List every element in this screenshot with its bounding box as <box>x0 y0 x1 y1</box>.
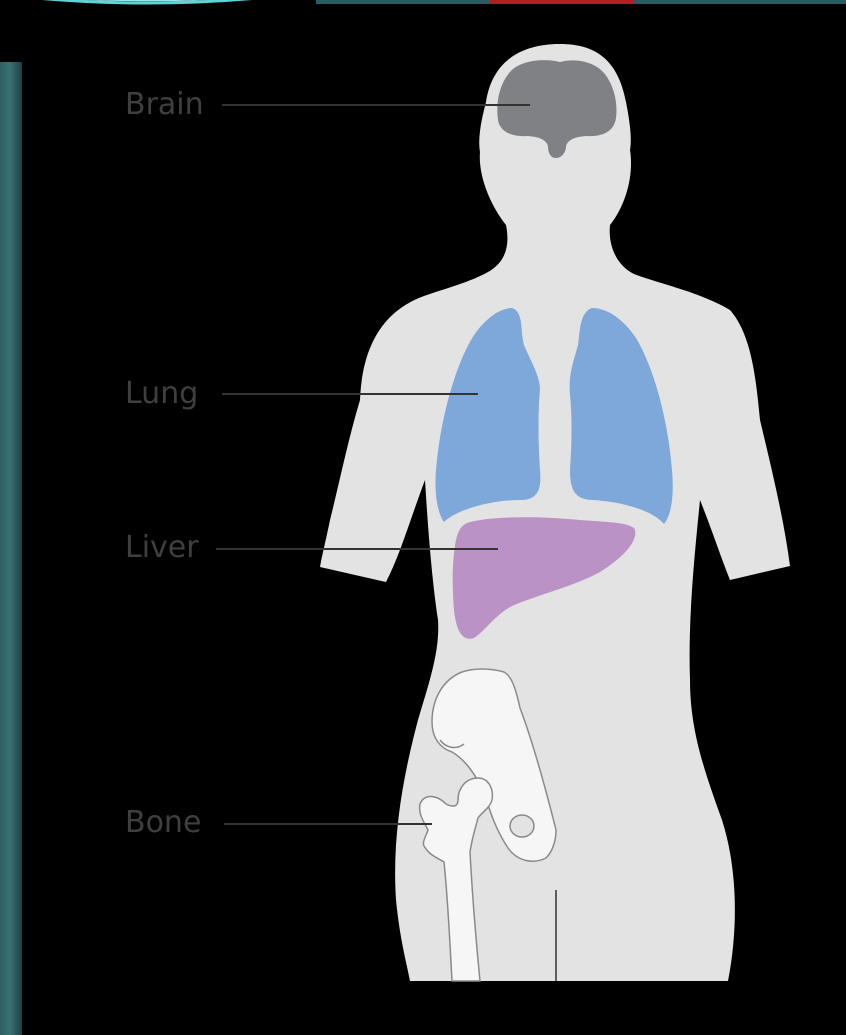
lung-label: Lung <box>125 379 198 409</box>
metastasis-sites-diagram: Brain Lung Liver Bone <box>22 0 846 1035</box>
body-illustration <box>22 0 846 1035</box>
obturator-foramen <box>510 815 534 837</box>
liver-label: Liver <box>125 533 199 563</box>
brain-label: Brain <box>125 90 204 120</box>
left-panel-strip <box>0 0 22 1035</box>
bone-label: Bone <box>125 808 201 838</box>
